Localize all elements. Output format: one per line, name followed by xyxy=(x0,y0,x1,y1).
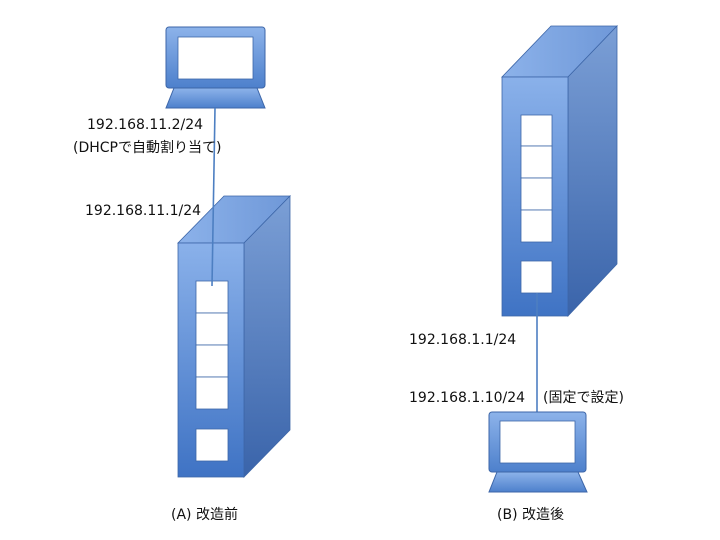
port-4 xyxy=(520,209,553,243)
router-a-ports xyxy=(195,280,229,462)
diagram-a: 192.168.11.2/24 (DHCPで自動割り当て) 192.168.11… xyxy=(73,26,291,523)
pc-b-ip-label: 192.168.1.10/24 xyxy=(409,390,525,406)
cable-a xyxy=(211,107,216,287)
router-b-ports xyxy=(520,114,553,294)
pc-a-icon xyxy=(165,26,266,109)
port-3 xyxy=(195,344,229,378)
router-b-icon xyxy=(501,25,618,318)
router-a-ip-label: 192.168.11.1/24 xyxy=(85,203,201,219)
pc-b-icon xyxy=(488,411,588,493)
port-4 xyxy=(195,376,229,410)
caption-b: (B) 改造後 xyxy=(497,507,564,523)
wan-port xyxy=(195,428,229,462)
port-1 xyxy=(520,114,553,147)
port-3 xyxy=(520,177,553,211)
router-b-ip-label: 192.168.1.1/24 xyxy=(409,332,516,348)
pc-b-note-label: (固定で設定) xyxy=(543,390,624,406)
pc-a-note-label: (DHCPで自動割り当て) xyxy=(73,139,221,156)
caption-a: (A) 改造前 xyxy=(171,506,238,523)
router-a-icon xyxy=(177,195,291,478)
diagram-b: 192.168.1.1/24 192.168.1.10/24 (固定で設定) (… xyxy=(409,25,624,523)
port-2 xyxy=(520,145,553,179)
wan-port xyxy=(520,260,553,294)
pc-a-ip-label: 192.168.11.2/24 xyxy=(87,117,203,133)
port-2 xyxy=(195,312,229,346)
